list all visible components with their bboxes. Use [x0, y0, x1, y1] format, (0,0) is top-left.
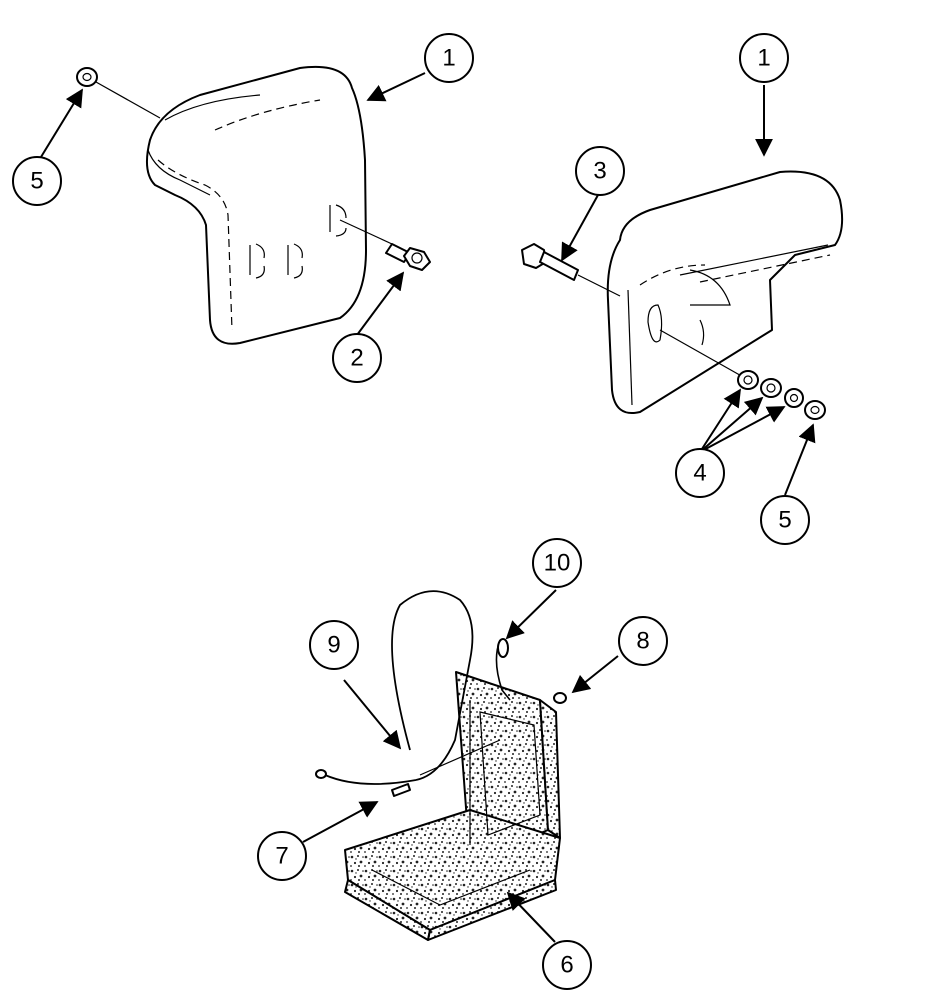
callout-1-left-label: 1	[442, 45, 455, 72]
callout-4: 4	[675, 448, 725, 498]
washers	[659, 329, 804, 408]
nut-left	[76, 67, 161, 119]
pin	[391, 783, 411, 797]
callout-6-label: 6	[560, 952, 573, 979]
callout-8-label: 8	[636, 628, 649, 655]
callout-2: 2	[332, 333, 382, 383]
callout-6: 6	[542, 940, 592, 990]
callout-10: 10	[532, 538, 582, 588]
callout-2-label: 2	[350, 345, 363, 372]
callout-1-right: 1	[739, 33, 789, 83]
callout-3: 3	[575, 146, 625, 196]
left-armrest	[145, 65, 367, 345]
callout-1-left: 1	[424, 33, 474, 83]
callout-9-label: 9	[327, 632, 340, 659]
cable	[315, 590, 511, 785]
bolt-right	[521, 243, 621, 297]
callout-7-label: 7	[275, 843, 288, 870]
callout-1-right-label: 1	[757, 45, 770, 72]
callout-7: 7	[257, 831, 307, 881]
right-armrest	[606, 170, 844, 414]
callout-5-left: 5	[12, 156, 62, 206]
seat-frame	[344, 671, 561, 941]
callout-8: 8	[618, 616, 668, 666]
callout-5-left-label: 5	[30, 168, 43, 195]
callout-9: 9	[309, 620, 359, 670]
nut-right	[804, 400, 826, 420]
callout-5-right: 5	[760, 495, 810, 545]
callout-10-label: 10	[544, 550, 571, 577]
leaders	[40, 72, 816, 943]
callout-3-label: 3	[593, 158, 606, 185]
bolt-left	[339, 219, 431, 271]
callout-5-right-label: 5	[778, 507, 791, 534]
callout-4-label: 4	[693, 460, 706, 487]
small-washer	[553, 692, 567, 704]
